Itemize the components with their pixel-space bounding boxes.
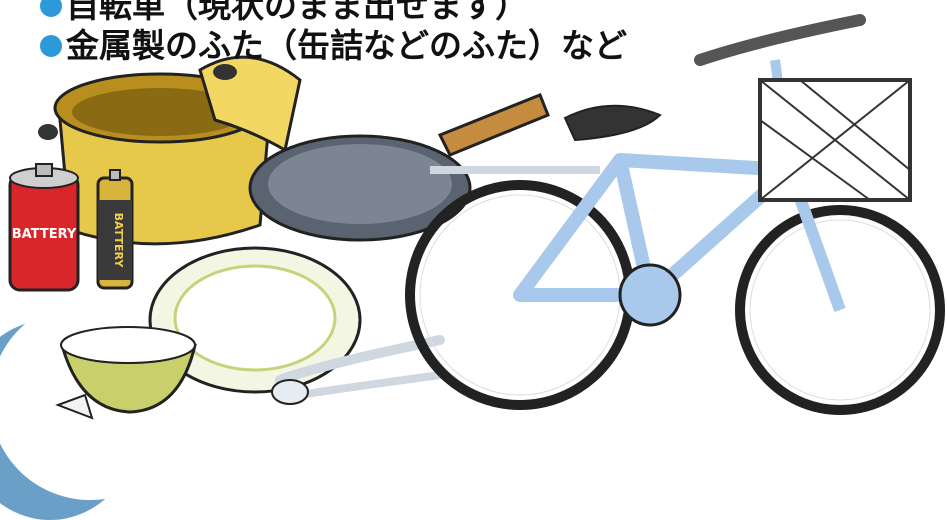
battery-large-icon: BATTERY — [8, 163, 80, 292]
caption-line-lids: 金属製のふた（缶詰などのふた）など — [40, 26, 627, 66]
broken-bowl-icon — [55, 326, 197, 420]
caption-line-lids-text: 金属製のふた（缶詰などのふた）など — [66, 26, 627, 65]
caption-line-bicycle-text: 自転車（現状のまま出せます） — [66, 0, 528, 25]
battery-large-label: BATTERY — [12, 227, 77, 242]
bullet-icon — [40, 35, 62, 57]
cutlery-icon — [271, 335, 445, 405]
illustration: BATTERY BATTERY — [8, 14, 945, 420]
bicycle-icon — [405, 14, 945, 415]
bullet-icon — [40, 0, 62, 17]
battery-small-label: BATTERY — [112, 213, 125, 269]
caption-line-bicycle: 自転車（現状のまま出せます） — [40, 0, 627, 26]
plate-icon — [148, 246, 362, 394]
battery-small-icon: BATTERY — [96, 169, 134, 290]
caption-text: 自転車（現状のまま出せます） 金属製のふた（缶詰などのふた）など — [40, 0, 627, 66]
frying-pan-icon — [248, 93, 550, 242]
